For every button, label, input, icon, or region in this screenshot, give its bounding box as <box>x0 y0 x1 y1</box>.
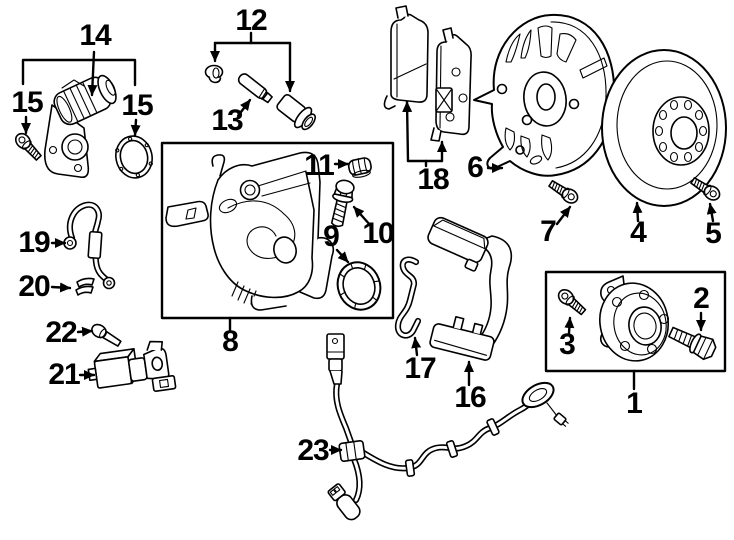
callout-13: 13 <box>211 104 243 137</box>
callout-2: 2 <box>693 282 710 315</box>
caliper-box <box>160 141 395 333</box>
shield-screw-drawing <box>546 177 582 207</box>
parking-brake-actuator-drawing <box>43 74 117 179</box>
wire-harness-drawing <box>326 333 569 521</box>
callout-6: 6 <box>467 151 484 184</box>
guide-pin-bushing-drawing <box>276 94 316 131</box>
callout-10: 10 <box>362 217 394 250</box>
callout-14: 14 <box>79 19 111 52</box>
bleeder-cap-drawing <box>347 157 372 178</box>
callout-18: 18 <box>417 163 449 196</box>
callout-7: 7 <box>540 215 557 248</box>
sensor-bolt-drawing <box>91 323 122 347</box>
callout-15b: 15 <box>121 89 153 122</box>
brake-pads-drawing <box>383 5 472 142</box>
callout-22: 22 <box>45 316 77 349</box>
callout-19: 19 <box>18 226 50 259</box>
piston-seal-drawing <box>336 261 382 311</box>
brake-caliper-drawing <box>165 151 334 311</box>
callout-12: 12 <box>235 4 267 37</box>
callout-17: 17 <box>404 352 436 385</box>
callout-9: 9 <box>323 220 340 253</box>
guide-pin-cap-drawing <box>204 64 224 84</box>
callout-4: 4 <box>630 216 647 249</box>
hub-box <box>544 270 727 391</box>
splash-shield-drawing <box>473 13 616 177</box>
brake-rotor-drawing <box>601 49 727 207</box>
leader-arrows <box>21 31 717 455</box>
callout-5: 5 <box>705 217 722 250</box>
callout-8: 8 <box>222 325 239 358</box>
abs-sensor-drawing <box>87 340 177 392</box>
guide-pin-drawing <box>237 73 273 104</box>
callout-21: 21 <box>48 358 80 391</box>
callout-11: 11 <box>304 149 335 182</box>
callout-20: 20 <box>18 270 50 303</box>
pad-spring-clip-drawing <box>394 256 422 339</box>
actuator-gasket-drawing <box>115 135 153 179</box>
callout-1: 1 <box>626 387 643 420</box>
hose-clip-drawing <box>75 277 95 296</box>
callout-23: 23 <box>297 434 329 467</box>
callout-15a: 15 <box>11 86 43 119</box>
caliper-bracket-drawing <box>427 216 513 361</box>
hub-screw-drawing <box>554 286 589 318</box>
callout-3: 3 <box>559 328 576 361</box>
callout-16: 16 <box>454 381 486 414</box>
actuator-screw-drawing <box>11 129 45 164</box>
hub-bolt-drawing <box>668 326 717 361</box>
brake-hose-drawing <box>63 201 116 290</box>
guide-bolt-drawing <box>330 179 355 228</box>
wheel-hub-drawing <box>599 275 670 362</box>
